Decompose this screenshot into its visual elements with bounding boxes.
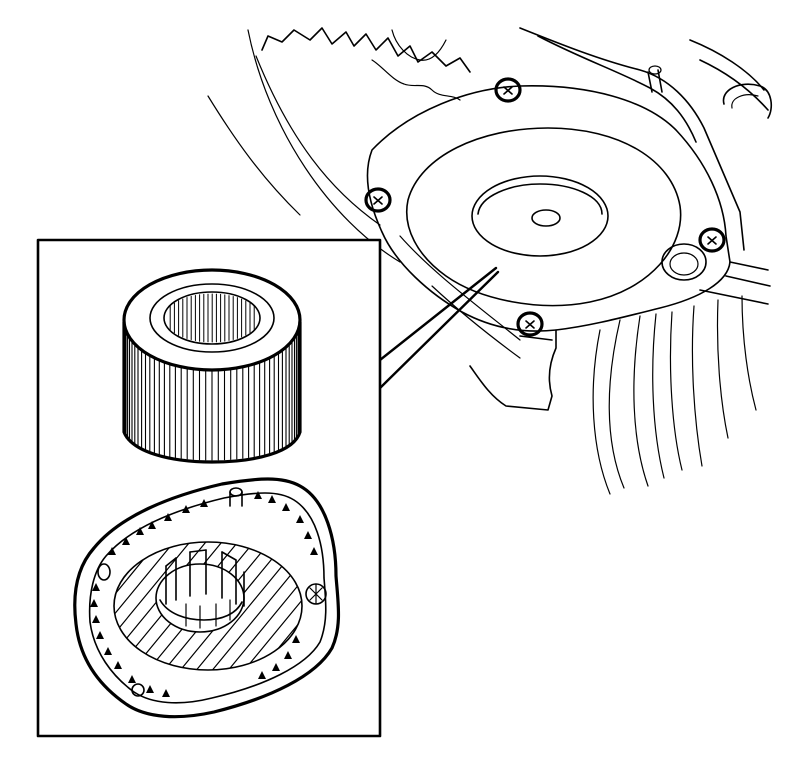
housing-tooth <box>136 527 144 535</box>
housing-tooth <box>310 547 318 555</box>
body-sweep <box>669 311 683 471</box>
screw <box>364 187 392 213</box>
housing-tooth <box>268 495 276 503</box>
housing-tooth <box>200 499 208 507</box>
locator-pin <box>229 491 243 507</box>
housing-tooth <box>182 505 190 513</box>
housing-tooth <box>258 671 266 679</box>
housing-tooth <box>122 537 130 545</box>
body-sweep <box>592 329 611 495</box>
body-sweep <box>716 299 729 439</box>
locator-pin-cap <box>229 487 243 497</box>
right-ring <box>722 83 773 119</box>
housing-tooth <box>96 631 104 639</box>
housing-tooth <box>108 547 116 555</box>
cartridge-core <box>163 291 261 345</box>
housing-tooth <box>92 615 100 623</box>
housing-tooth <box>128 675 136 683</box>
center-cage <box>155 549 245 633</box>
hatch-line <box>114 542 225 670</box>
body-curve <box>247 29 401 263</box>
upper-post-cap <box>648 65 662 75</box>
cover-plate-outline <box>366 85 731 332</box>
cover-boss-inner <box>477 183 603 215</box>
hatch-line <box>114 542 193 670</box>
filter-cartridge <box>122 268 302 464</box>
housing-tooth <box>92 583 100 591</box>
housing-tooth <box>282 503 290 511</box>
housing-tooth <box>146 685 154 693</box>
cast-edge <box>261 27 471 73</box>
body-sweep <box>691 305 703 467</box>
body-sweep <box>741 295 757 411</box>
housing-tooth <box>296 515 304 523</box>
drain-plug-inner <box>669 252 699 276</box>
housing-tooth <box>162 689 170 697</box>
housing-tooth <box>148 521 156 529</box>
body-sweep <box>652 313 665 479</box>
hatch-line <box>195 542 302 670</box>
cover-boss-outer <box>471 175 609 257</box>
body-curve <box>207 95 301 216</box>
cover-outer-ring <box>406 127 682 307</box>
drain-valve <box>305 583 327 605</box>
guide-line <box>399 235 521 341</box>
housing-tooth <box>292 635 300 643</box>
lower-rail <box>469 329 557 411</box>
cartridge-pleats <box>123 324 301 461</box>
right-bracket <box>689 39 769 111</box>
cartridge-core-pleats <box>169 293 255 343</box>
mount-hole <box>97 563 111 581</box>
housing-tooth <box>90 599 98 607</box>
upper-bracket <box>537 35 697 143</box>
body-curve <box>255 55 381 226</box>
screw <box>516 311 544 337</box>
screw <box>494 77 522 103</box>
cover-center-hole <box>531 209 561 227</box>
callout-leader <box>378 266 500 390</box>
drain-plug <box>661 243 707 281</box>
inset-frame <box>36 238 382 738</box>
housing-tooth <box>304 531 312 539</box>
engine-assembly <box>207 27 773 495</box>
mount-hole <box>131 683 145 697</box>
housing-tooth <box>254 491 262 499</box>
hatch-line <box>114 542 209 670</box>
side-shelf <box>699 261 771 305</box>
housing-tooth <box>272 663 280 671</box>
cartridge-top-inner <box>149 283 275 353</box>
cast-edge-inner <box>391 29 447 61</box>
upper-bracket <box>519 27 745 251</box>
housing-tooth <box>164 513 172 521</box>
housing-tooth <box>284 651 292 659</box>
hatch-line <box>227 542 302 670</box>
guide-line <box>431 285 521 359</box>
housing-teeth <box>90 491 318 697</box>
cast-edge-inner <box>371 59 461 101</box>
body-sweep <box>608 319 625 489</box>
screw <box>698 227 726 253</box>
body-sweep <box>633 315 649 487</box>
lower-rail <box>519 335 553 341</box>
housing-seat <box>113 541 303 671</box>
right-ring-inner <box>731 94 759 109</box>
hatch-line <box>211 542 302 670</box>
housing-tooth <box>114 661 122 669</box>
cartridge-top-rim <box>122 268 302 372</box>
housing-tooth <box>104 647 112 655</box>
housing-outer-edge <box>73 477 341 719</box>
